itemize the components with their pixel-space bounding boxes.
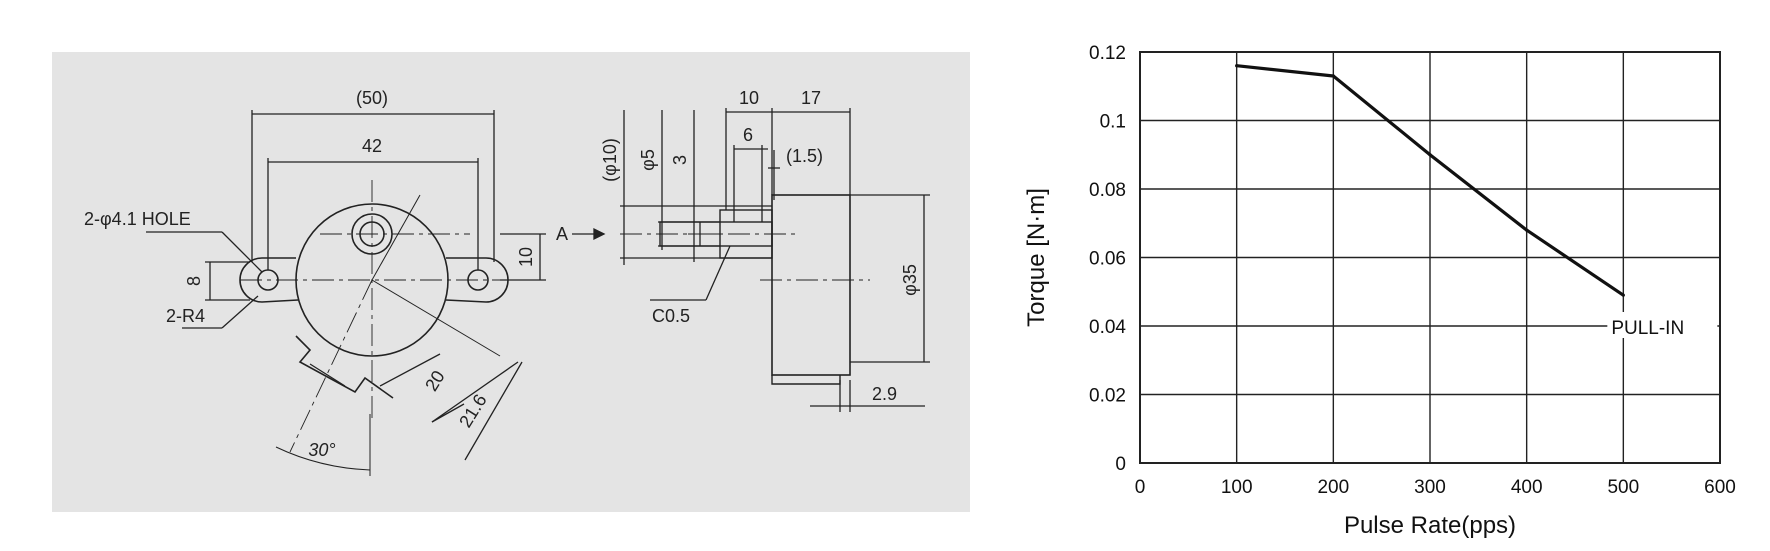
dim-6-label: 6 xyxy=(743,125,753,145)
dim-50-label: (50) xyxy=(356,88,388,108)
dim-1-5-label: (1.5) xyxy=(786,146,823,166)
series-label: PULL-IN xyxy=(1611,318,1684,339)
dim-10-top-label: 10 xyxy=(739,88,759,108)
y-axis-label: Torque [N·m] xyxy=(1023,188,1050,327)
x-tick-label: 600 xyxy=(1704,477,1736,498)
dim-phi35-label: φ35 xyxy=(900,264,920,296)
series-label-bg xyxy=(1607,312,1718,338)
data-point xyxy=(1621,293,1625,297)
x-tick-label: 200 xyxy=(1317,477,1349,498)
x-axis-label: Pulse Rate(pps) xyxy=(1344,512,1516,539)
motor-side-body xyxy=(771,194,851,376)
data-point xyxy=(1331,74,1335,78)
dim-10-vertical-label: 10 xyxy=(516,247,536,267)
data-point xyxy=(1428,153,1432,157)
x-tick-label: 300 xyxy=(1414,477,1446,498)
dim-8-label: 8 xyxy=(184,276,204,286)
radius-callout: 2-R4 xyxy=(166,306,205,326)
view-a-label: A xyxy=(556,224,568,244)
dim-3-label: 3 xyxy=(670,155,690,165)
y-tick-label: 0.06 xyxy=(1089,249,1126,270)
dim-phi5-label: φ5 xyxy=(638,149,658,171)
y-tick-label: 0.1 xyxy=(1100,112,1126,133)
drawing-panel xyxy=(52,52,970,512)
plot-frame xyxy=(1139,51,1721,464)
y-tick-label: 0 xyxy=(1115,454,1126,475)
dim-17-label: 17 xyxy=(801,88,821,108)
data-point xyxy=(1525,228,1529,232)
y-tick-label: 0.02 xyxy=(1089,386,1126,407)
dim-42-label: 42 xyxy=(362,136,382,156)
x-tick-label: 0 xyxy=(1135,477,1146,498)
x-tick-label: 400 xyxy=(1511,477,1543,498)
dim-2-9-label: 2.9 xyxy=(872,384,897,404)
y-tick-label: 0.04 xyxy=(1089,317,1126,338)
chamfer-callout: C0.5 xyxy=(652,306,690,326)
angle-30-label: 30° xyxy=(308,440,335,460)
dim-phi10-label: (φ10) xyxy=(600,138,620,182)
data-point xyxy=(1235,64,1239,68)
x-tick-label: 100 xyxy=(1221,477,1253,498)
x-tick-label: 500 xyxy=(1607,477,1639,498)
lead-wire-housing xyxy=(295,335,394,399)
hole-callout: 2-φ4.1 HOLE xyxy=(84,209,191,229)
y-tick-label: 0.08 xyxy=(1089,180,1126,201)
y-tick-label: 0.12 xyxy=(1089,43,1126,64)
